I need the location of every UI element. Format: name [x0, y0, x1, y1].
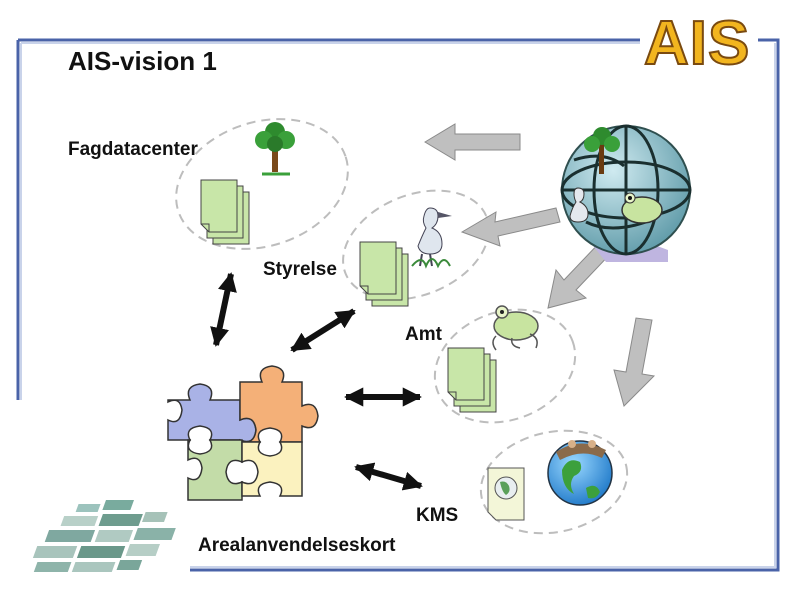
heron-icon — [569, 187, 589, 223]
logo-text: AIS — [644, 9, 750, 76]
tree-icon — [584, 127, 620, 174]
heron-icon — [411, 207, 452, 269]
amt-ellipse — [433, 308, 577, 424]
styrelse-ellipse — [342, 189, 490, 301]
link-arrow-styrelse — [290, 308, 356, 353]
gray-arrow-to-fagdatacenter — [424, 123, 521, 161]
frog-icon — [621, 192, 663, 224]
link-arrow-kms — [354, 462, 423, 491]
gray-arrow-to-kms — [613, 317, 656, 407]
kms-ellipse — [479, 429, 629, 535]
node-label-styrelse: Styrelse — [263, 259, 337, 280]
node-label-kms: KMS — [416, 505, 459, 526]
tree-icon — [255, 122, 295, 176]
node-label-fagdatacenter: Fagdatacenter — [68, 139, 198, 160]
node-label-amt: Amt — [405, 324, 442, 345]
link-arrow-fagdatacenter — [210, 272, 237, 347]
map-document-icon — [487, 467, 525, 521]
gray-arrow-to-styrelse — [460, 207, 561, 247]
page-title: AIS-vision 1 — [68, 46, 217, 76]
fagdatacenter-ellipse — [175, 118, 349, 250]
document-stack-icon — [447, 347, 497, 413]
frog-icon — [492, 305, 539, 351]
earth-globe-icon — [547, 440, 613, 506]
map-mosaic-icon — [32, 500, 176, 572]
document-stack-icon — [200, 179, 250, 245]
slide-frame — [16, 38, 780, 572]
puzzle-icon — [167, 365, 319, 501]
ais-logo: AIS — [640, 6, 790, 90]
document-stack-icon — [359, 241, 409, 307]
node-label-arealanvendelseskort: Arealanvendelseskort — [198, 535, 396, 556]
